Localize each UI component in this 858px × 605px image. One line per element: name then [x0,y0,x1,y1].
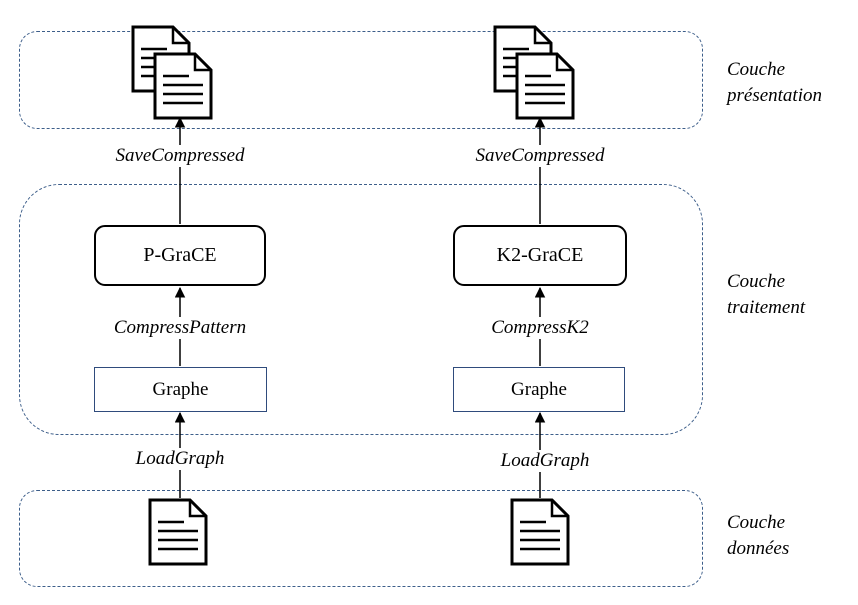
presentation-layer-label-line1: Couche [727,59,786,80]
data-layer-box [19,490,703,587]
document-icon [148,498,208,566]
processing-layer-label: Couche traitement [727,269,805,321]
presentation-layer-label: Couche présentation [727,57,822,109]
module-box-left: P-GraCE [94,225,266,286]
processing-layer-box [19,184,703,435]
documents-icon [131,25,213,120]
processing-layer-label-line1: Couche [727,271,786,292]
data-layer-label-line1: Couche [727,512,786,533]
data-layer-label: Couche données [727,510,789,562]
presentation-layer-box [19,31,703,129]
processing-layer-label-line2: traitement [727,297,806,318]
graph-box-right: Graphe [453,367,625,412]
module-box-right: K2-GraCE [453,225,627,286]
document-icon [510,498,570,566]
save-op-label-left: SaveCompressed [80,145,280,167]
documents-icon [493,25,575,120]
presentation-layer-label-line2: présentation [727,85,822,106]
compress-op-label-left: CompressPattern [80,317,280,339]
load-op-label-right: LoadGraph [465,450,625,472]
load-op-label-left: LoadGraph [100,448,260,470]
data-layer-label-line2: données [727,538,790,559]
graph-box-left: Graphe [94,367,267,412]
compress-op-label-right: CompressK2 [440,317,640,339]
save-op-label-right: SaveCompressed [440,145,640,167]
